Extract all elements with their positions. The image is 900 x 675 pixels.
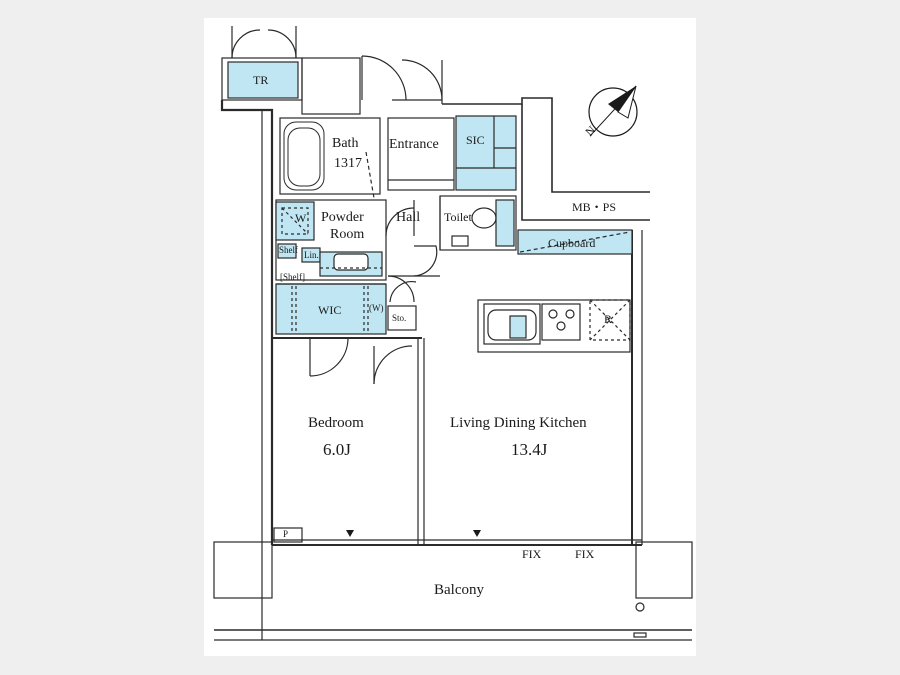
hall-label: Hall xyxy=(396,210,421,225)
washer-label: W xyxy=(295,211,307,225)
linen-label: Lin. xyxy=(304,250,319,260)
bedroom-size-label: 6.0J xyxy=(323,440,351,459)
bath-size-label: 1317 xyxy=(334,156,362,171)
tr-side-box xyxy=(301,57,361,115)
entrance-label: Entrance xyxy=(389,137,439,152)
fix-label-2: FIX xyxy=(575,547,595,561)
pipe-label: P xyxy=(283,529,289,539)
refrigerator-label: R xyxy=(604,312,613,326)
bedroom-label: Bedroom xyxy=(308,415,364,431)
mbps-label: MB・PS xyxy=(572,200,617,214)
powder-label: Powder xyxy=(321,210,364,225)
sic-label: SIC xyxy=(466,133,485,147)
shelf-small-label: Shelf xyxy=(279,245,298,255)
wic-washer-label: (W) xyxy=(369,303,384,313)
north-arrow-icon xyxy=(588,85,638,137)
bath-label: Bath xyxy=(332,136,359,151)
shelf-label: [Shelf] xyxy=(280,272,305,282)
fix-label-1: FIX xyxy=(522,547,542,561)
balcony-label: Balcony xyxy=(434,582,484,598)
toilet-label: Toilet xyxy=(444,210,472,224)
storage-label: Sto. xyxy=(392,313,407,323)
ldk-label: Living Dining Kitchen xyxy=(450,415,587,431)
ldk-size-label: 13.4J xyxy=(511,440,548,459)
tr-label: TR xyxy=(253,73,269,87)
wic-label: WIC xyxy=(318,303,342,317)
powder-room-label: Room xyxy=(330,227,365,242)
cupboard-label: Cupboard xyxy=(548,236,596,250)
